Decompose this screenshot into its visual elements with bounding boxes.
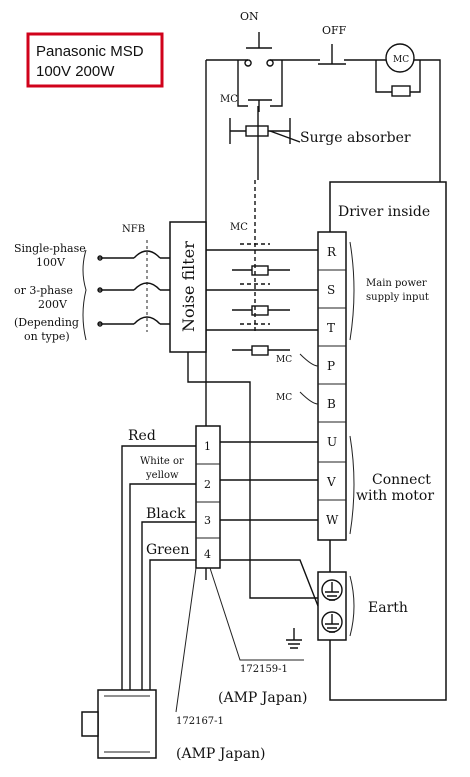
main-power-line-2: supply input — [366, 292, 429, 303]
nfb-breaker: NFB — [97, 224, 170, 332]
main-power-line-1: Main power — [366, 278, 427, 289]
terminal-w: W — [326, 513, 339, 527]
title-line-2: 100V 200W — [36, 63, 115, 80]
coil-resistor — [391, 85, 411, 97]
connect-motor-line-2: with motor — [356, 488, 434, 504]
connect-motor-line-1: Connect — [372, 472, 431, 488]
supply-labels: Single-phase 100V or 3-phase 200V (Depen… — [14, 242, 87, 343]
earth-label: Earth — [368, 600, 408, 616]
part2-maker: (AMP Japan) — [176, 746, 266, 762]
pin-1: 1 — [204, 440, 211, 453]
on-label: ON — [240, 10, 259, 23]
wire-black: Black — [146, 506, 186, 522]
nfb-label: NFB — [122, 224, 145, 235]
servo-motor — [81, 689, 157, 759]
terminal-u: U — [327, 435, 337, 449]
driver-inside-label: Driver inside — [338, 204, 430, 220]
terminal-t: T — [327, 321, 335, 335]
title-box: Panasonic MSD 100V 200W — [26, 32, 164, 88]
off-label: OFF — [322, 24, 347, 37]
surge-resistor — [245, 125, 269, 137]
mc-label-p: MC — [276, 355, 292, 365]
part2-number: 172167-1 — [176, 716, 224, 727]
on-switch — [246, 32, 272, 49]
terminal-r: R — [327, 245, 337, 259]
supply-line-1: Single-phase — [14, 242, 86, 255]
terminal-s: S — [327, 283, 335, 297]
control-circuit: ON OFF MC MC Surge absorber — [205, 10, 441, 580]
terminal-strip: R S T P B U V W — [318, 245, 346, 527]
mc-coil-label: MC — [393, 55, 409, 65]
mc-coil — [385, 43, 415, 73]
supply-line-4: 200V — [38, 298, 68, 311]
pin-3: 3 — [204, 514, 211, 527]
terminal-b: B — [327, 397, 336, 411]
supply-line-3: or 3-phase — [14, 284, 73, 297]
mc-label-main: MC — [230, 222, 248, 233]
motor-wires: Red White or yellow Black Green — [121, 428, 196, 690]
mc-label-top: MC — [220, 94, 238, 105]
wire-red: Red — [128, 428, 156, 444]
title-line-1: Panasonic MSD — [36, 43, 144, 60]
terminal-v: V — [326, 475, 336, 489]
supply-line-6: on type) — [24, 330, 70, 343]
off-switch — [318, 44, 346, 65]
earth-terminals: Earth — [249, 571, 408, 649]
noise-filter-label: Noise filter — [179, 241, 198, 332]
supply-line-5: (Depending — [14, 316, 79, 329]
part1-maker: (AMP Japan) — [218, 690, 308, 706]
main-contactor: MC — [230, 180, 290, 356]
wire-white-2: yellow — [145, 470, 179, 481]
noise-filter: Noise filter — [169, 221, 318, 580]
pin-2: 2 — [204, 478, 211, 491]
pin-4: 4 — [204, 548, 211, 561]
driver-box: Driver inside R S T P B U V W Main power… — [276, 181, 447, 701]
supply-line-2: 100V — [36, 256, 66, 269]
terminal-p: P — [327, 359, 335, 373]
part1-number: 172159-1 — [240, 664, 288, 675]
wire-green: Green — [146, 542, 189, 558]
wire-white-1: White or — [140, 456, 184, 467]
part-labels: 172159-1 (AMP Japan) 172167-1 (AMP Japan… — [175, 567, 308, 762]
surge-absorber-label: Surge absorber — [300, 130, 411, 146]
mc-label-b: MC — [276, 393, 292, 403]
motor-connector: 1 2 3 4 — [195, 425, 319, 607]
